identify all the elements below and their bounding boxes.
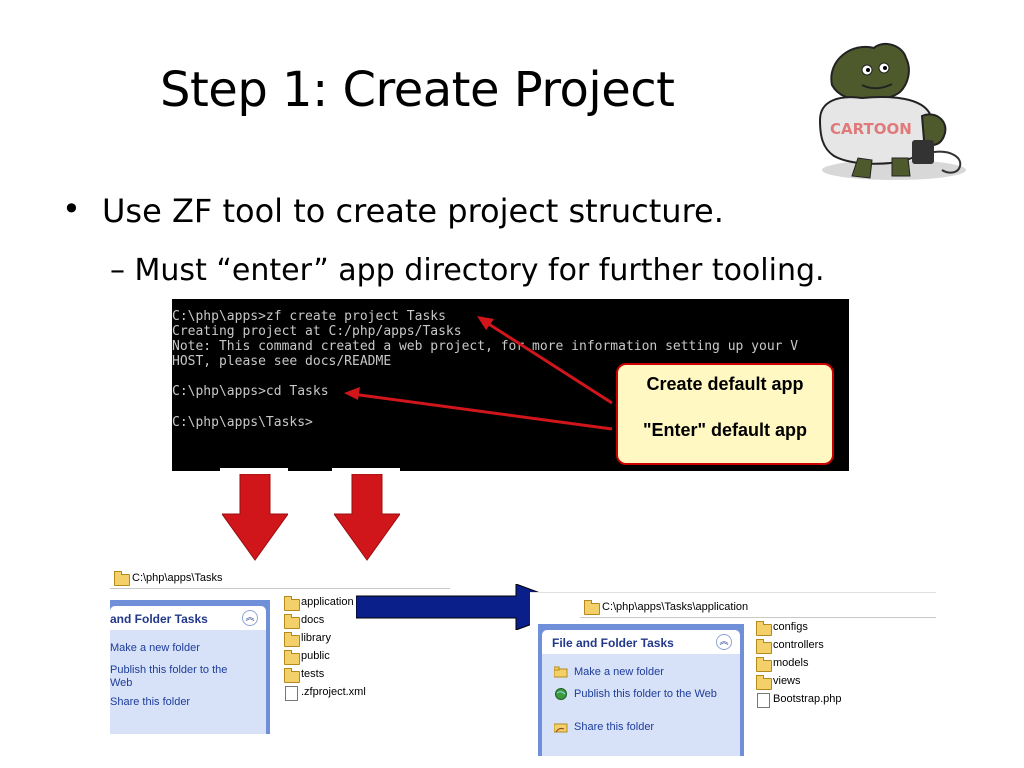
bullet-glyph: • [62, 190, 81, 228]
folder-icon [284, 596, 300, 611]
file-name: library [301, 632, 331, 644]
console-screenshot: C:\php\apps>zf create project Tasks Crea… [172, 299, 849, 471]
task-link[interactable]: Share this folder [110, 696, 191, 708]
console-line: C:\php\apps\Tasks> [172, 415, 313, 430]
console-line: Creating project at C:/php/apps/Tasks [172, 324, 462, 339]
down-arrow-icon [334, 474, 400, 561]
explorer-window-right: C:\php\apps\Tasks\application File and F… [530, 592, 936, 758]
tasks-header[interactable]: File and Folder Tasks ︽ [542, 630, 740, 654]
folder-icon [756, 621, 772, 636]
folder-icon [284, 632, 300, 647]
down-arrow-icon [222, 474, 288, 561]
share-icon [554, 723, 568, 733]
chevron-up-icon[interactable]: ︽ [242, 610, 258, 626]
file-name: views [773, 675, 801, 687]
file-name: tests [301, 668, 325, 680]
task-link[interactable]: Share this folder [574, 721, 655, 733]
address-bar[interactable]: C:\php\apps\Tasks\application [580, 597, 936, 618]
file-name: configs [773, 621, 808, 633]
xml-file-icon [285, 686, 298, 701]
php-file-icon [757, 693, 770, 708]
sub-bullet-text: – Must “enter” app directory for further… [110, 253, 825, 288]
folder-icon [114, 571, 130, 586]
address-bar[interactable]: C:\php\apps\Tasks [110, 568, 450, 589]
folder-icon [756, 657, 772, 672]
divider [332, 468, 400, 471]
address-text: C:\php\apps\Tasks [132, 572, 223, 584]
task-link[interactable]: Publish this folder to the Web [110, 664, 228, 689]
file-name: models [773, 657, 809, 669]
ogre-mascot-image: CARTOON [818, 42, 966, 180]
divider [530, 592, 936, 593]
callout-enter-label: "Enter" default app [642, 420, 808, 440]
tasks-header[interactable]: and Folder Tasks ︽ [110, 606, 266, 630]
tasks-title: File and Folder Tasks [552, 636, 674, 650]
task-link[interactable]: Make a new folder [574, 666, 664, 678]
folder-icon [284, 650, 300, 665]
file-name: controllers [773, 639, 824, 651]
slide-title: Step 1: Create Project [160, 62, 675, 118]
folder-tasks-pane: File and Folder Tasks ︽ Make a new folde… [538, 624, 744, 756]
tasks-body: Make a new folder Publish this folder to… [542, 654, 740, 756]
tasks-body: Make a new folder Publish this folder to… [110, 630, 266, 734]
address-text: C:\php\apps\Tasks\application [602, 601, 749, 613]
callout-arrows [344, 316, 613, 431]
file-name: application [301, 596, 354, 608]
folder-icon [756, 675, 772, 690]
folder-icon [756, 639, 772, 654]
console-line: C:\php\apps>cd Tasks [172, 384, 329, 399]
file-name: docs [301, 614, 325, 626]
divider [220, 468, 288, 471]
tasks-title: and Folder Tasks [110, 612, 208, 626]
folder-icon [284, 668, 300, 683]
callout-create-label: Create default app [646, 374, 804, 394]
task-link[interactable]: Make a new folder [110, 642, 200, 654]
mascot-watermark: CARTOON [830, 120, 912, 138]
console-line: C:\php\apps>zf create project Tasks [172, 309, 446, 324]
bullet-1-text: Use ZF tool to create project structure. [102, 192, 724, 230]
arrow-head-icon [477, 316, 494, 330]
globe-icon [555, 688, 567, 700]
folder-tasks-pane: and Folder Tasks ︽ Make a new folder Pub… [110, 600, 270, 734]
arrow-head-icon [344, 387, 360, 400]
folder-icon [584, 600, 600, 615]
callout-box: Create default app "Enter" default app [616, 363, 834, 465]
file-name: .zfproject.xml [301, 686, 366, 698]
folder-icon [284, 614, 300, 629]
console-line: HOST, please see docs/README [172, 354, 392, 369]
chevron-up-icon[interactable]: ︽ [716, 634, 732, 650]
task-link[interactable]: Publish this folder to the Web [574, 688, 717, 700]
new-folder-icon [554, 666, 568, 678]
file-name: Bootstrap.php [773, 693, 842, 705]
file-name: public [301, 650, 330, 662]
console-line: Note: This command created a web project… [172, 339, 799, 354]
